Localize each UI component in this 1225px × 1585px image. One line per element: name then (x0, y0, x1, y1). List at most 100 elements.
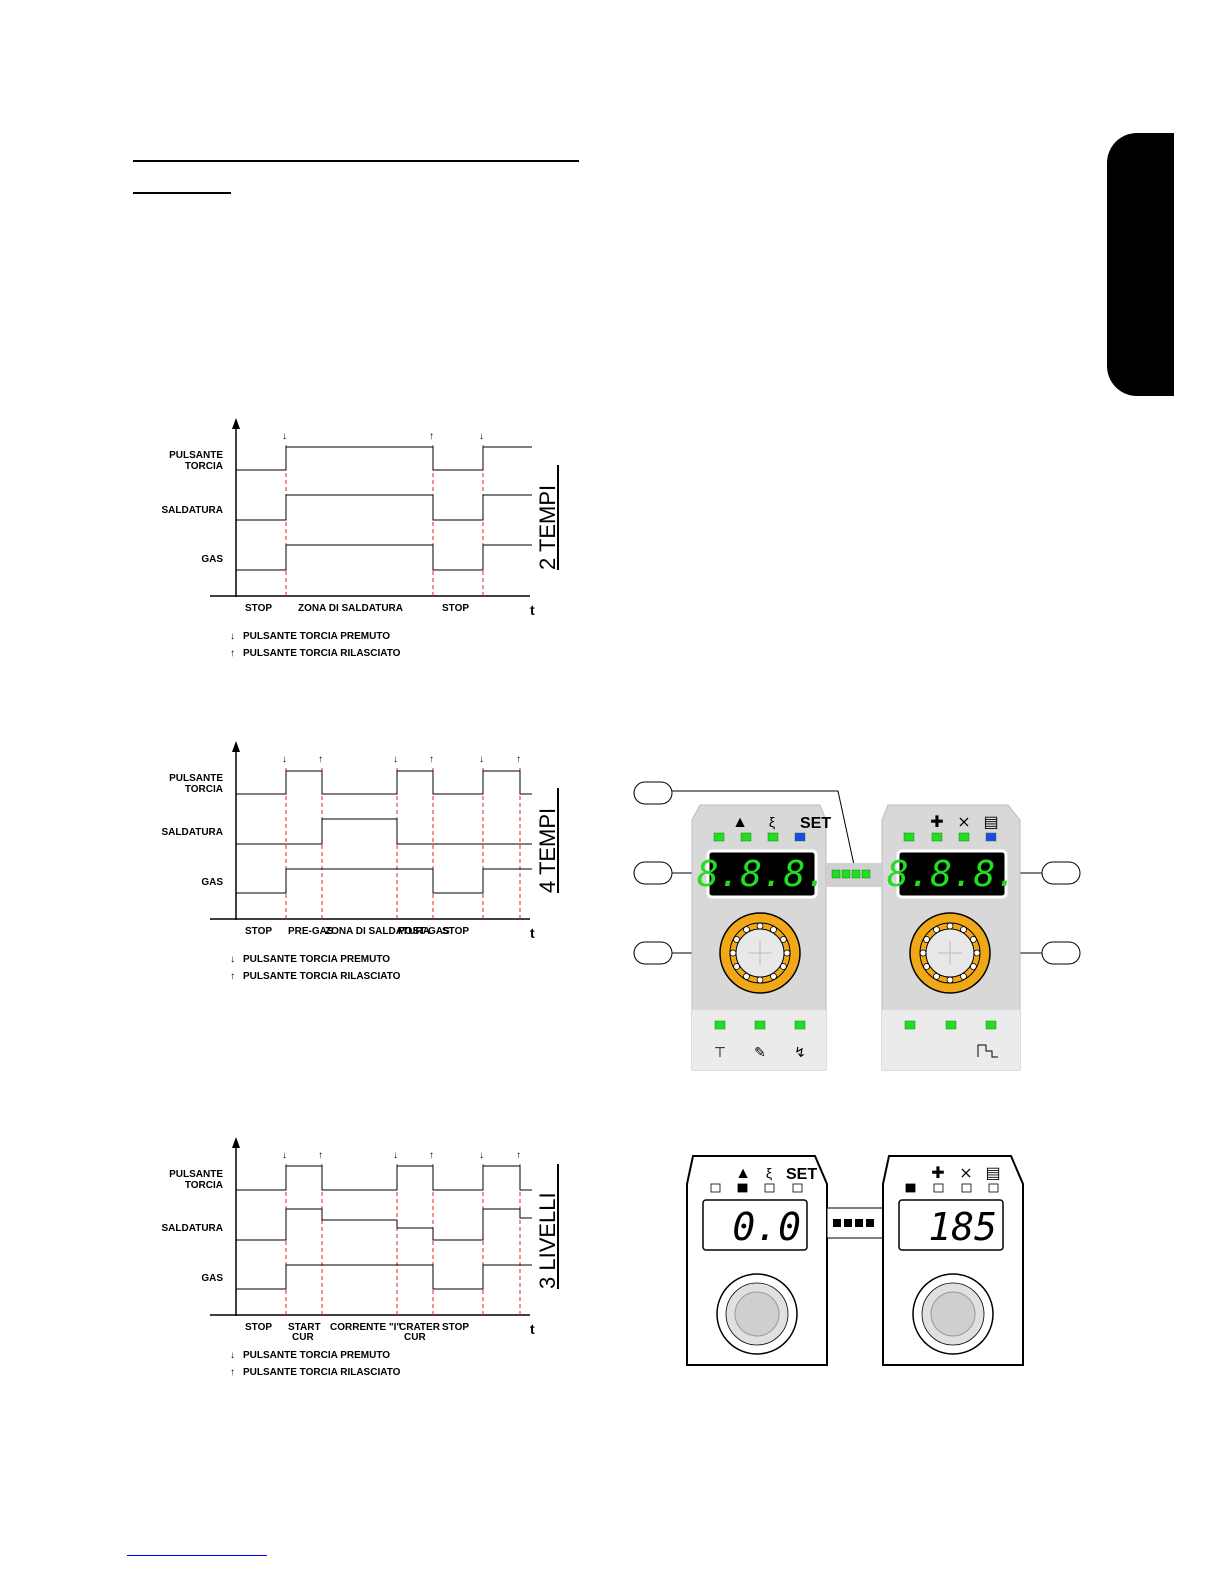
release-arrow-icon: ↑ (516, 754, 521, 765)
press-arrow-icon: ↓ (282, 1150, 287, 1161)
signal-label-torch2: TORCIA (185, 461, 223, 472)
press-arrow-icon: ↓ (393, 754, 398, 765)
left-display: 0.0 (732, 1205, 801, 1249)
timing-diagram-2t: ↓ ↑ ↓ PULSANTE TORCIA SALDATURA GAS STOP… (162, 418, 560, 659)
footnote-rule (127, 1555, 267, 1556)
release-arrow-icon: ↑ (230, 1367, 235, 1378)
press-arrow-icon: ↓ (230, 1350, 235, 1361)
wire-speed-icon: ✚ (930, 814, 943, 831)
mode-title: 4 TEMPI (535, 808, 560, 893)
release-arrow-icon: ↑ (318, 1150, 323, 1161)
right-display: 185 (928, 1205, 997, 1249)
signal-label-weld: SALDATURA (162, 505, 223, 516)
step-icon (977, 1044, 998, 1058)
time-axis-label: t (530, 925, 535, 941)
legend-pressed: PULSANTE TORCIA PREMUTO (243, 631, 390, 642)
legend-released: PULSANTE TORCIA RILASCIATO (243, 1367, 401, 1378)
wave-icon: ξ (766, 1165, 772, 1181)
callout-marker (633, 941, 673, 965)
mode-title: 3 LIVELLI (535, 1192, 560, 1289)
press-arrow-icon: ↓ (230, 631, 235, 642)
signal-label-torch: PULSANTE (169, 450, 223, 461)
release-arrow-icon: ↑ (429, 431, 434, 442)
legend-pressed: PULSANTE TORCIA PREMUTO (243, 954, 390, 965)
phase-label: STOP (442, 926, 469, 937)
release-arrow-icon: ↑ (230, 648, 235, 659)
right-display: 8.8.8. (887, 854, 1017, 895)
set-label: SET (800, 815, 831, 832)
callout-marker (633, 861, 673, 885)
mode-title: 2 TEMPI (535, 485, 560, 570)
signal-label-weld: SALDATURA (162, 1223, 223, 1234)
knob-tick (729, 949, 737, 957)
press-arrow-icon: ↓ (479, 1150, 484, 1161)
inductance-icon: ⨯ (959, 1165, 972, 1182)
phase-label: STOP (245, 1322, 272, 1333)
time-axis-label: t (530, 602, 535, 618)
phase-label: CORRENTE "I" (330, 1322, 401, 1333)
knob-tick (783, 949, 791, 957)
set-label: SET (786, 1166, 817, 1183)
phase-label: ZONA DI SALDATURA (298, 603, 403, 614)
press-arrow-icon: ↓ (230, 954, 235, 965)
phase-label: CUR (292, 1332, 314, 1343)
knob-tick (973, 949, 981, 957)
press-arrow-icon: ↓ (479, 431, 484, 442)
timing-diagram-3l: ↓ ↑ ↓ ↑ ↓ ↑ PULSANTE TORCIA SALDATURA GA… (162, 1137, 560, 1378)
callout-marker (1041, 941, 1081, 965)
wave-icon: ξ (769, 814, 775, 830)
release-arrow-icon: ↑ (429, 1150, 434, 1161)
knob-tick (756, 976, 764, 984)
knob-tick (756, 922, 764, 930)
phase-label: CRATER (399, 1322, 441, 1333)
phase-label: STOP (442, 1322, 469, 1333)
torch-up-icon: ▲ (735, 1165, 751, 1182)
signal-label-torch2: TORCIA (185, 784, 223, 795)
legend-released: PULSANTE TORCIA RILASCIATO (243, 971, 401, 982)
signal-label-gas: GAS (201, 877, 223, 888)
program-icon: ▤ (983, 814, 998, 831)
phase-label: STOP (245, 603, 272, 614)
phase-label: STOP (245, 926, 272, 937)
signal-label-gas: GAS (201, 554, 223, 565)
release-arrow-icon: ↑ (318, 754, 323, 765)
wire-speed-icon: ✚ (931, 1165, 944, 1182)
signal-label-gas: GAS (201, 1273, 223, 1284)
heading-rule-long (133, 160, 579, 162)
callout-marker (1041, 861, 1081, 885)
press-arrow-icon: ↓ (282, 431, 287, 442)
phase-label: PRE-GAS (288, 926, 334, 937)
control-panel-bw: ▲ ξ SET 0.0 ✚ ⨯ ▤ 185 (686, 1155, 1024, 1366)
heading-rule-short (133, 192, 231, 194)
control-panel-color: ▲ ξ SET 8.8.8. ⊤ ✎ ↯ ✚ ⨯ ▤ 8.8.8. (633, 781, 1081, 1071)
callout-marker (633, 781, 673, 805)
signal-label-weld: SALDATURA (162, 827, 223, 838)
signal-label-torch: PULSANTE (169, 1169, 223, 1180)
mig-icon: ✎ (754, 1044, 766, 1060)
signal-label-torch: PULSANTE (169, 773, 223, 784)
mma-icon: ↯ (794, 1044, 806, 1060)
press-arrow-icon: ↓ (479, 754, 484, 765)
signal-label-torch2: TORCIA (185, 1180, 223, 1191)
torch-up-icon: ▲ (732, 814, 748, 831)
knob-tick (919, 949, 927, 957)
legend-released: PULSANTE TORCIA RILASCIATO (243, 648, 401, 659)
language-tab (1107, 133, 1174, 396)
left-display: 8.8.8. (697, 854, 827, 895)
release-arrow-icon: ↑ (516, 1150, 521, 1161)
tig-icon: ⊤ (714, 1044, 726, 1060)
phase-label: START (288, 1322, 321, 1333)
inductance-icon: ⨯ (957, 814, 970, 831)
time-axis-label: t (530, 1321, 535, 1337)
release-arrow-icon: ↑ (230, 971, 235, 982)
phase-label: STOP (442, 603, 469, 614)
knob-tick (946, 976, 954, 984)
phase-label: ZONA DI SALDATURA (325, 926, 430, 937)
phase-label: CUR (404, 1332, 426, 1343)
legend-pressed: PULSANTE TORCIA PREMUTO (243, 1350, 390, 1361)
press-arrow-icon: ↓ (393, 1150, 398, 1161)
press-arrow-icon: ↓ (282, 754, 287, 765)
knob-tick (946, 922, 954, 930)
timing-diagram-4t: ↓ ↑ ↓ ↑ ↓ ↑ PULSANTE TORCIA SALDATURA GA… (162, 741, 560, 982)
phase-label: POST-GAS (398, 926, 450, 937)
